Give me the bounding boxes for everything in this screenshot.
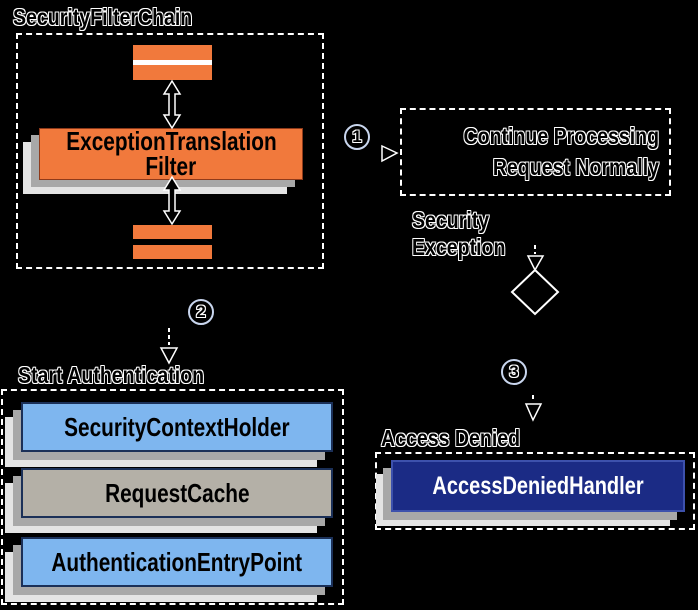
security-exception-label-line1: Security bbox=[412, 207, 490, 233]
step-2-number: 2 bbox=[196, 302, 206, 321]
filter-bar bbox=[133, 65, 212, 80]
exception-translation-filter-box: ExceptionTranslation Filter bbox=[23, 126, 303, 194]
filter-chain-bars-bottom bbox=[133, 225, 212, 259]
access-denied-handler-box: AccessDeniedHandler bbox=[376, 460, 685, 526]
step-1-badge: 1 bbox=[344, 124, 370, 150]
flow-arrowhead-right-icon bbox=[381, 144, 399, 163]
step-2-badge: 2 bbox=[188, 299, 214, 325]
security-filter-chain-container bbox=[16, 33, 324, 269]
security-context-holder-label: SecurityContextHolder bbox=[64, 411, 290, 442]
step-3-badge: 3 bbox=[501, 359, 527, 385]
security-filter-chain-title: SecurityFilterChain bbox=[13, 4, 193, 30]
authentication-entry-point-label: AuthenticationEntryPoint bbox=[51, 546, 303, 577]
start-authentication-container bbox=[1, 389, 344, 605]
filter-bar bbox=[133, 45, 212, 60]
security-exception-label-line2: Exception bbox=[412, 234, 506, 260]
flow-arrowhead-down-icon bbox=[524, 403, 543, 422]
access-denied-title: Access Denied bbox=[381, 425, 521, 451]
decision-diamond-icon bbox=[510, 268, 560, 316]
security-context-holder-box: SecurityContextHolder bbox=[5, 402, 333, 467]
filter-bar-gap bbox=[133, 60, 212, 65]
flow-arrowhead-down-icon bbox=[526, 255, 545, 272]
step-1-number: 1 bbox=[352, 127, 362, 146]
start-authentication-title: Start Authentication bbox=[18, 362, 205, 388]
continue-line2: Request Normally bbox=[492, 154, 659, 180]
filter-chain-bars-top bbox=[133, 45, 212, 80]
request-cache-label: RequestCache bbox=[104, 477, 250, 508]
filter-bar bbox=[133, 245, 212, 259]
filter-bar-gap bbox=[133, 239, 212, 245]
filter-box-label-line2: Filter bbox=[145, 151, 197, 181]
continue-line1: Continue Processing bbox=[463, 123, 659, 149]
flow-arrowhead-down-icon bbox=[159, 347, 179, 365]
filter-box-label-line1: ExceptionTranslation bbox=[65, 126, 277, 156]
authentication-entry-point-box: AuthenticationEntryPoint bbox=[5, 537, 333, 602]
request-cache-box: RequestCache bbox=[5, 468, 333, 533]
continue-processing-box: Continue Processing Request Normally bbox=[400, 108, 671, 196]
access-denied-handler-label: AccessDeniedHandler bbox=[432, 471, 644, 500]
step-3-number: 3 bbox=[509, 362, 519, 381]
filter-bar bbox=[133, 225, 212, 239]
